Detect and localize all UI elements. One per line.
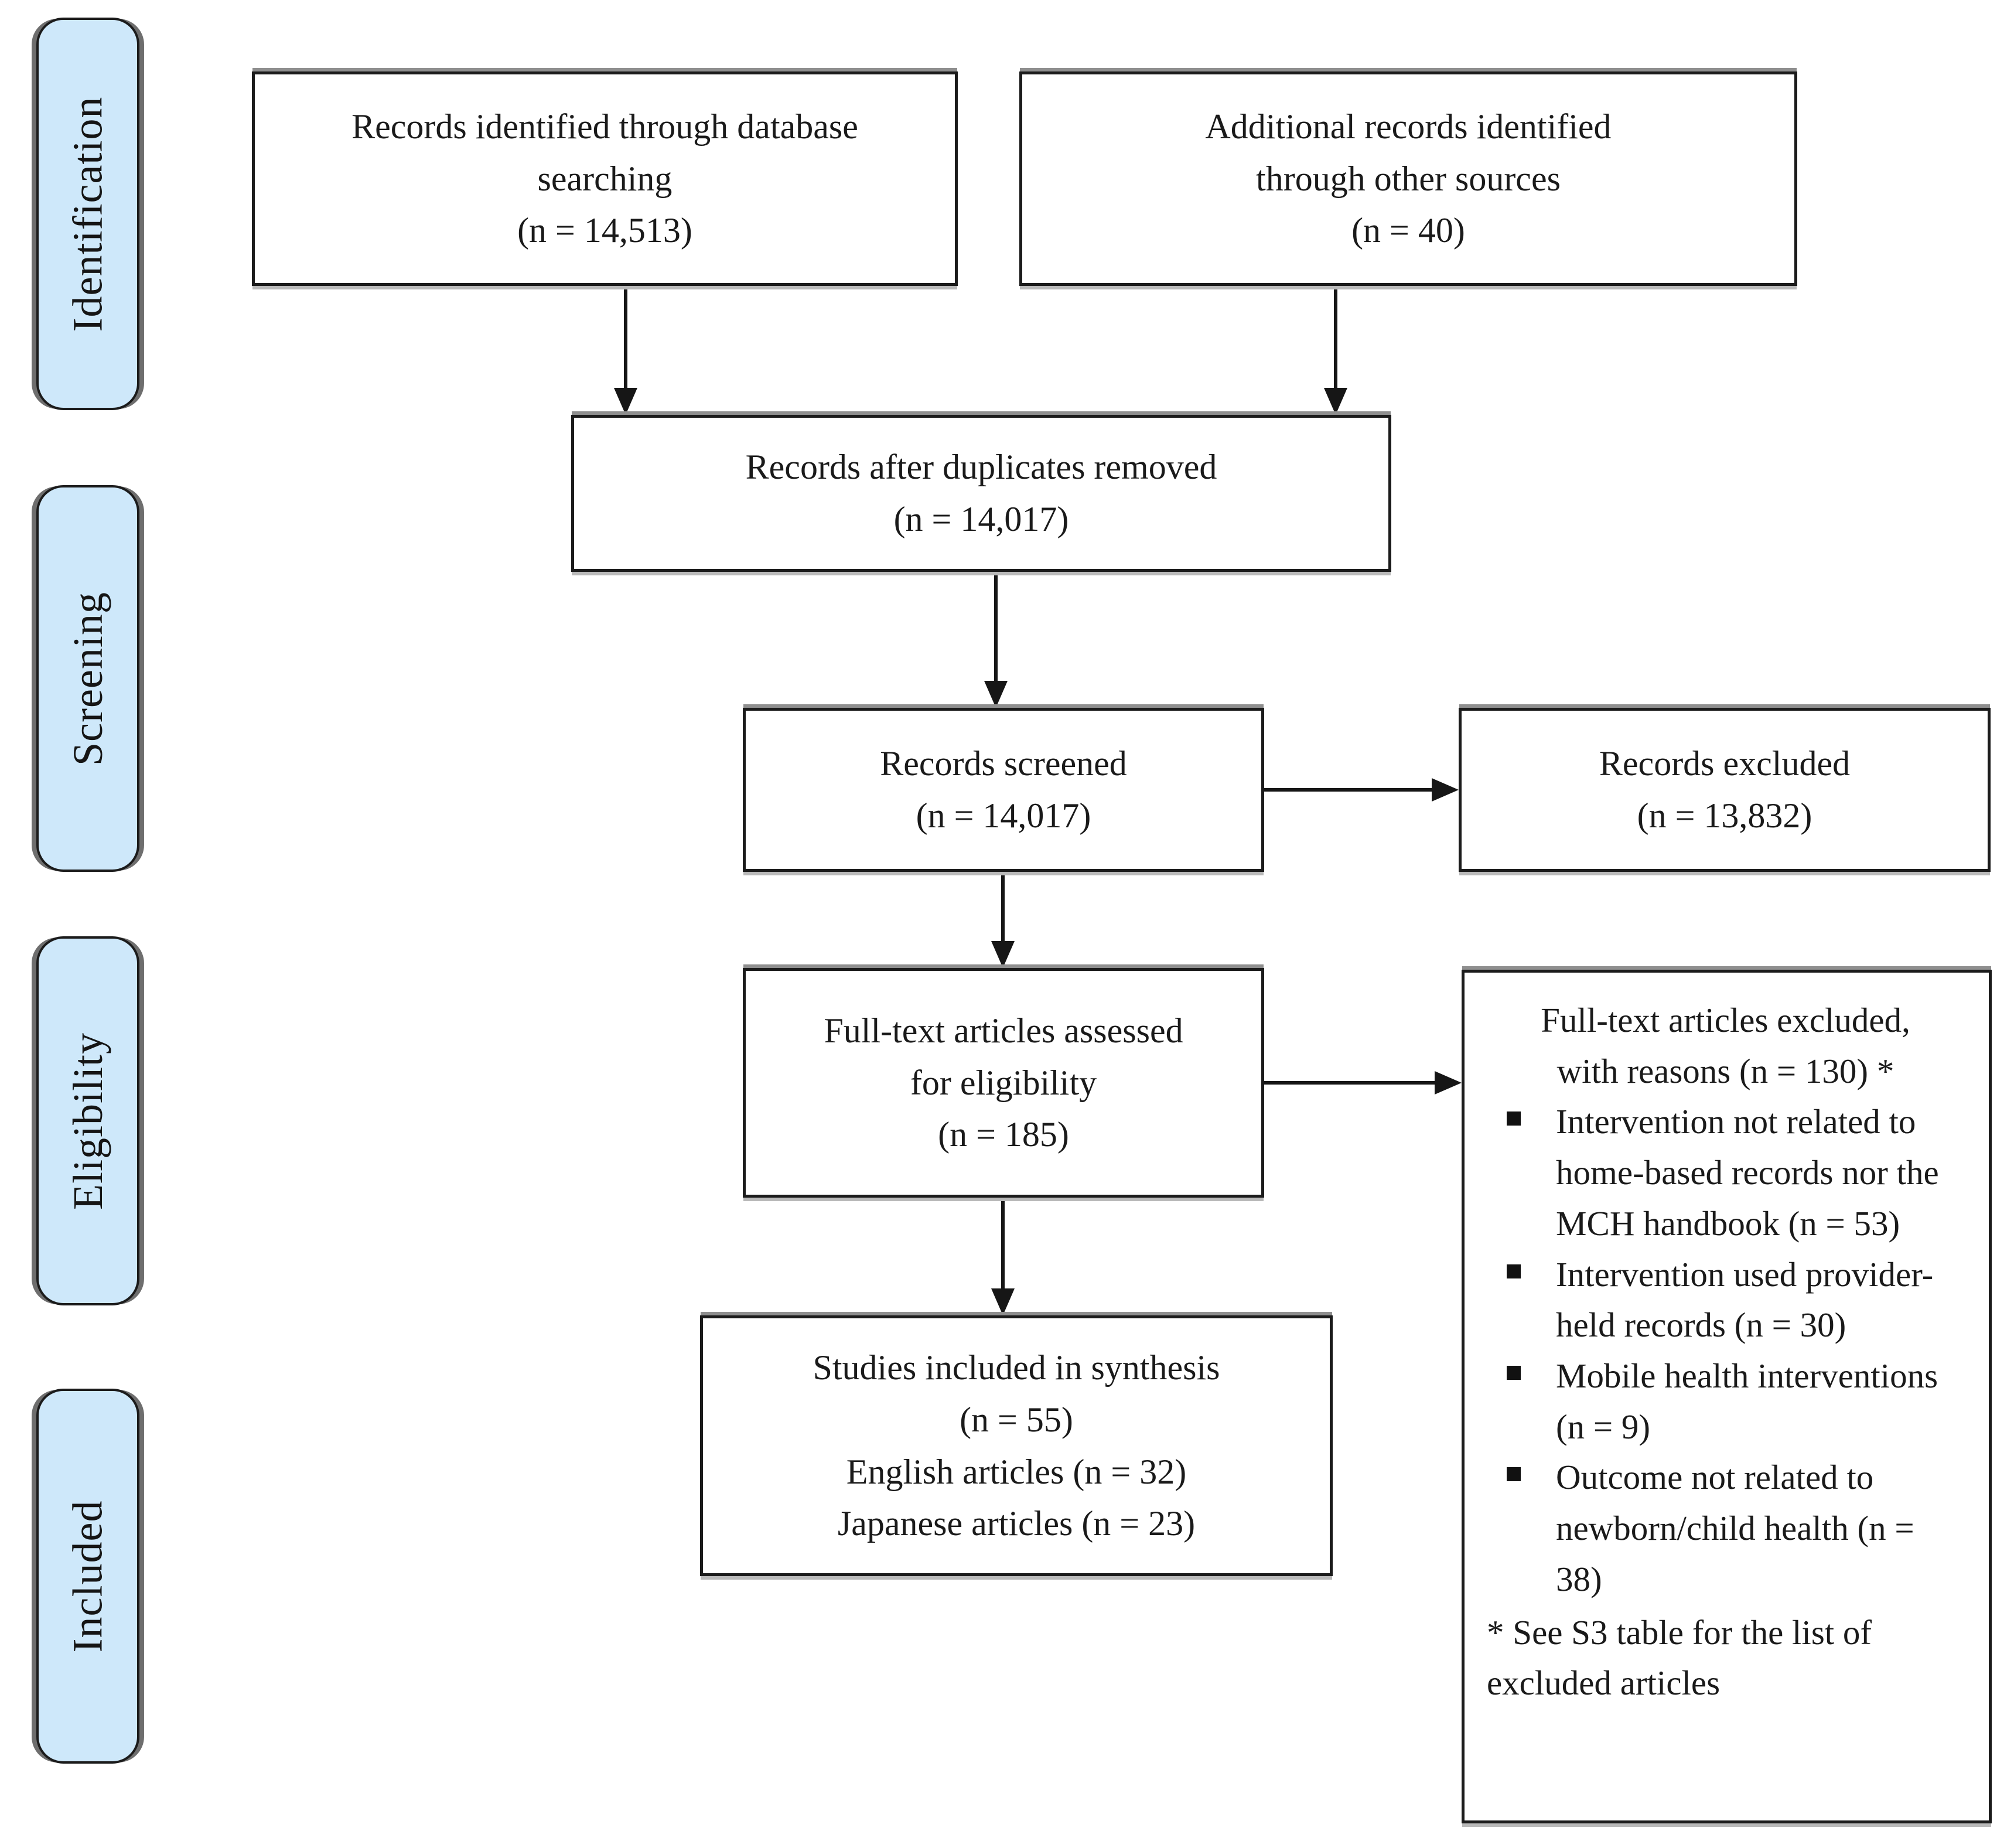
square-bullet-icon: [1507, 1264, 1521, 1278]
box-records-excluded-text: Records excluded (n = 13,832): [1599, 744, 1851, 835]
box-duplicates-removed: Records after duplicates removed (n = 14…: [571, 415, 1391, 572]
stage-screening: Screening: [36, 485, 139, 872]
box-records-screened: Records screened (n = 14,017): [743, 708, 1264, 872]
box-fulltext-excluded: Full-text articles excluded, with reason…: [1462, 970, 1992, 1823]
stage-eligibility-label: Eligibility: [64, 1032, 111, 1210]
box-studies-included: Studies included in synthesis (n = 55) E…: [700, 1315, 1333, 1576]
fulltext-excluded-footnote: * See S3 table for the list of excluded …: [1487, 1612, 1872, 1703]
square-bullet-icon: [1507, 1111, 1521, 1126]
stage-included-label: Included: [64, 1500, 111, 1652]
fulltext-excluded-reasons: Intervention not related to home-based r…: [1487, 1096, 1964, 1604]
box-records-screened-text: Records screened (n = 14,017): [880, 744, 1127, 835]
box-fulltext-assessed: Full-text articles assessed for eligibil…: [743, 968, 1264, 1198]
box-duplicates-removed-text: Records after duplicates removed (n = 14…: [745, 448, 1217, 538]
stage-identification-label: Identification: [64, 96, 111, 332]
exclusion-reason-text: Mobile health interventions (n = 9): [1556, 1356, 1938, 1446]
exclusion-reason-item: Intervention used provider-held records …: [1487, 1249, 1964, 1351]
box-additional-records-text: Additional records identified through ot…: [1205, 107, 1612, 250]
box-fulltext-assessed-text: Full-text articles assessed for eligibil…: [824, 1011, 1183, 1154]
square-bullet-icon: [1507, 1366, 1521, 1380]
stage-eligibility: Eligibility: [36, 936, 139, 1305]
exclusion-reason-item: Outcome not related to newborn/child hea…: [1487, 1452, 1964, 1604]
box-records-excluded: Records excluded (n = 13,832): [1459, 708, 1991, 872]
box-studies-included-text: Studies included in synthesis (n = 55) E…: [813, 1348, 1220, 1543]
stage-screening-label: Screening: [64, 591, 111, 766]
box-additional-records: Additional records identified through ot…: [1019, 71, 1797, 286]
exclusion-reason-text: Intervention not related to home-based r…: [1556, 1102, 1939, 1243]
fulltext-excluded-title: Full-text articles excluded, with reason…: [1541, 1001, 1910, 1090]
square-bullet-icon: [1507, 1467, 1521, 1482]
box-records-identified-text: Records identified through database sear…: [351, 107, 858, 250]
stage-identification: Identification: [36, 18, 139, 410]
exclusion-reason-item: Mobile health interventions (n = 9): [1487, 1351, 1964, 1452]
stage-included: Included: [36, 1389, 139, 1764]
exclusion-reason-item: Intervention not related to home-based r…: [1487, 1096, 1964, 1249]
exclusion-reason-text: Outcome not related to newborn/child hea…: [1556, 1458, 1914, 1598]
box-records-identified: Records identified through database sear…: [252, 71, 958, 286]
exclusion-reason-text: Intervention used provider-held records …: [1556, 1254, 1934, 1345]
